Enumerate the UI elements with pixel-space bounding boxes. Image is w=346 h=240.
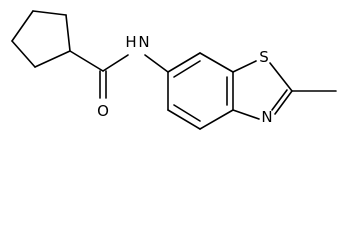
molecule-diagram: O H N S N bbox=[11, 10, 337, 130]
sulfur-label: S bbox=[259, 48, 269, 66]
benzene-ring bbox=[167, 52, 234, 130]
bond bbox=[69, 50, 104, 72]
bond bbox=[34, 50, 71, 68]
nitrogen-label: N bbox=[138, 33, 149, 51]
bond bbox=[232, 109, 260, 120]
bond bbox=[11, 10, 34, 42]
bond bbox=[32, 10, 67, 16]
bond bbox=[173, 60, 201, 78]
bond bbox=[102, 54, 129, 72]
thiazole-ring bbox=[232, 60, 293, 120]
nitrogen-label: N bbox=[261, 108, 272, 126]
bond bbox=[11, 40, 36, 68]
bond bbox=[167, 52, 201, 73]
bond bbox=[199, 52, 234, 73]
bond bbox=[65, 14, 71, 52]
carbonyl-double-bond bbox=[99, 70, 107, 99]
bond bbox=[173, 104, 201, 122]
bond bbox=[199, 109, 234, 130]
hydrogen-label: H bbox=[125, 33, 136, 51]
bond bbox=[269, 62, 293, 92]
bond bbox=[144, 54, 169, 73]
oxygen-label: O bbox=[97, 102, 109, 120]
bond bbox=[274, 90, 293, 115]
cyclopentane-ring bbox=[11, 10, 71, 68]
bond bbox=[232, 60, 257, 73]
bond bbox=[271, 89, 288, 111]
bond bbox=[167, 109, 201, 130]
